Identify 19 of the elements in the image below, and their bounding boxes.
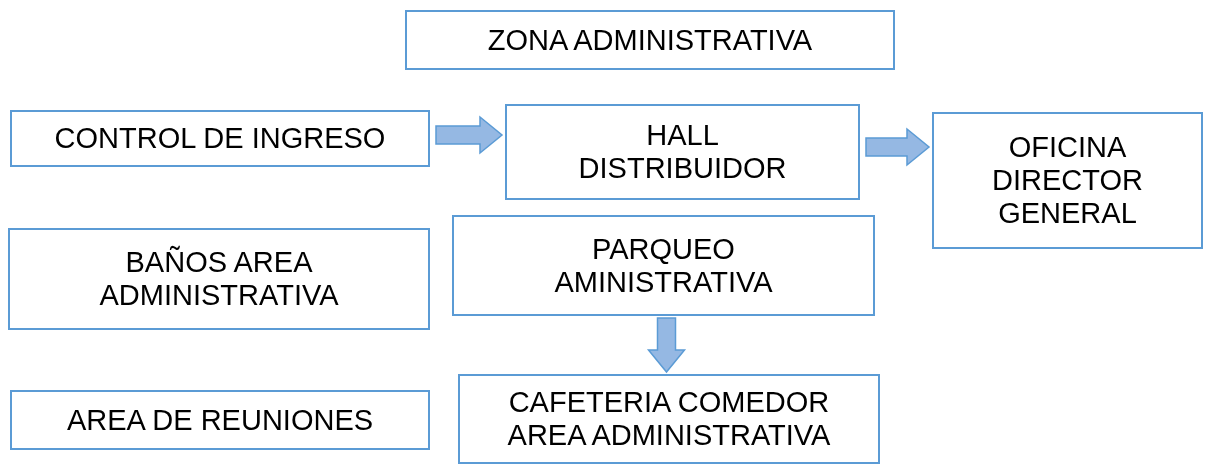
box-label: CONTROL DE INGRESO [54,122,386,155]
process-box [452,215,875,316]
process-box [505,104,860,200]
box-label: CAFETERIA COMEDOR AREA ADMINISTRATIVA [506,386,832,452]
block-arrow [865,127,931,167]
box-label: AREA DE REUNIONES [66,403,374,437]
box-label: PARQUEO AMINISTRATIVA [553,232,774,299]
box-label: BAÑOS AREA ADMINISTRATIVA [98,246,340,312]
box-label: HALL DISTRIBUIDOR [577,119,788,185]
process-box [10,110,430,167]
box-label: OFICINA DIRECTOR GENERAL [991,131,1144,230]
process-box [405,10,895,70]
block-arrow [646,317,687,374]
process-box [458,374,880,464]
process-box [8,228,430,330]
box-label: ZONA ADMINISTRATIVA [487,23,813,57]
block-arrow [435,115,504,155]
process-box [10,390,430,450]
process-box [932,112,1203,249]
